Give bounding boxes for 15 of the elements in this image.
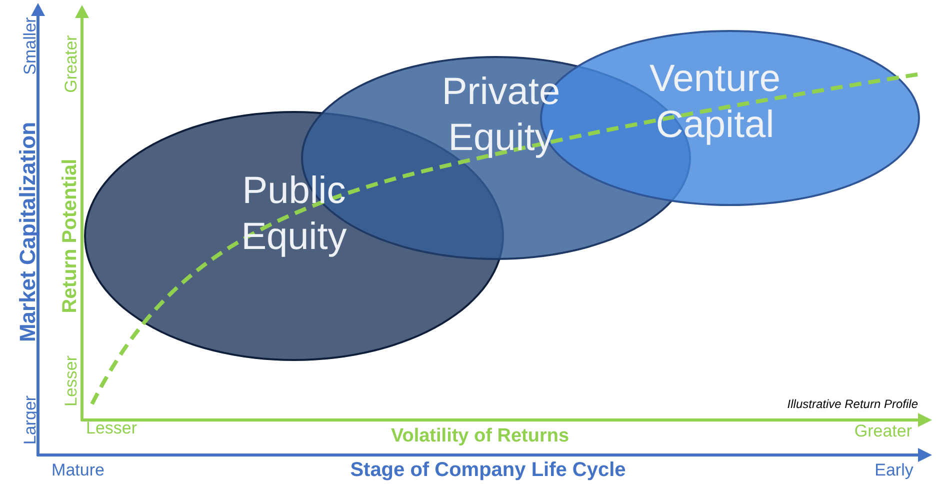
region-label: Public Equity xyxy=(240,169,348,260)
axis-end-label: Mature xyxy=(52,462,104,478)
axis-end-label: Lesser xyxy=(86,420,138,436)
axis-title: Return Potential xyxy=(60,158,80,314)
axis-title: Stage of Company Life Cycle xyxy=(350,460,626,480)
axis-end-label: Smaller xyxy=(22,17,38,75)
note-text: Illustrative Return Profile xyxy=(787,398,918,410)
axis-end-label: Greater xyxy=(62,35,80,93)
axis-end-label: Lesser xyxy=(62,355,80,407)
axis-end-label: Greater xyxy=(854,422,912,440)
axis-title: Market Capitalization xyxy=(17,122,39,342)
axis-title: Volatility of Returns xyxy=(390,426,570,446)
region-label: Venture Capital xyxy=(648,57,782,148)
region-label: Private Equity xyxy=(440,70,562,161)
axis-end-label: Early xyxy=(874,462,914,478)
